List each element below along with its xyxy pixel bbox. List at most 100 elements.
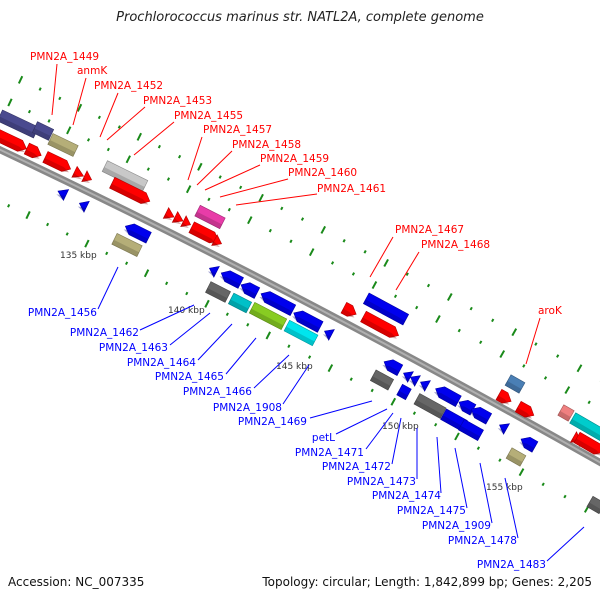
label-leader-line: [525, 317, 541, 365]
forward-gene-label[interactable]: PMN2A_1455: [174, 110, 243, 122]
tick-mark: [157, 144, 161, 149]
gene-block[interactable]: [283, 319, 319, 347]
forward-gene-arrow[interactable]: [573, 431, 600, 457]
tick-mark: [320, 225, 327, 234]
gene-block[interactable]: [194, 204, 226, 230]
reverse-gene-label[interactable]: PMN2A_1472: [322, 461, 391, 473]
tick-mark: [499, 350, 506, 359]
reverse-gene-arrow[interactable]: [291, 308, 324, 333]
gene-block[interactable]: [47, 133, 79, 157]
reverse-gene-arrow[interactable]: [77, 198, 90, 213]
forward-gene-arrow[interactable]: [0, 129, 29, 155]
gene-block[interactable]: [205, 281, 231, 303]
gene-block[interactable]: [111, 233, 143, 257]
forward-gene-label[interactable]: PMN2A_1453: [143, 95, 212, 107]
forward-gene-label[interactable]: PMN2A_1467: [395, 224, 464, 236]
reverse-gene-arrow[interactable]: [207, 263, 220, 278]
forward-gene-arrow[interactable]: [109, 176, 153, 206]
reverse-gene-label[interactable]: PMN2A_1466: [183, 386, 252, 398]
tick-mark: [476, 446, 480, 451]
forward-gene-arrow[interactable]: [23, 142, 44, 161]
gene-block[interactable]: [413, 393, 447, 419]
reverse-gene-label[interactable]: PMN2A_1909: [422, 520, 491, 532]
forward-gene-arrow[interactable]: [360, 310, 402, 341]
gene-block[interactable]: [31, 121, 55, 141]
reverse-gene-arrow[interactable]: [238, 280, 261, 299]
gene-block[interactable]: [505, 447, 527, 467]
forward-gene-arrow[interactable]: [180, 215, 194, 230]
reverse-gene-label[interactable]: PMN2A_1474: [372, 490, 441, 502]
forward-gene-arrow[interactable]: [340, 302, 359, 319]
reverse-gene-label[interactable]: PMN2A_1471: [295, 447, 364, 459]
forward-gene-arrow[interactable]: [514, 400, 537, 420]
tick-mark: [27, 109, 32, 114]
tick-mark: [287, 344, 291, 348]
tick-mark: [371, 281, 378, 290]
reverse-gene-arrow[interactable]: [456, 397, 477, 416]
tick-mark: [66, 126, 72, 135]
reverse-gene-label[interactable]: PMN2A_1462: [70, 327, 139, 339]
reverse-gene-arrow[interactable]: [123, 221, 152, 244]
forward-gene-label[interactable]: PMN2A_1452: [94, 80, 163, 92]
forward-gene-arrow[interactable]: [71, 165, 86, 181]
reverse-gene-label[interactable]: PMN2A_1464: [127, 357, 196, 369]
forward-gene-label[interactable]: PMN2A_1468: [421, 239, 490, 251]
forward-gene-label[interactable]: anmK: [77, 65, 108, 77]
reverse-gene-label[interactable]: petL: [312, 432, 335, 444]
tick-mark: [435, 315, 441, 324]
forward-gene-label[interactable]: PMN2A_1460: [288, 167, 357, 179]
forward-gene-label[interactable]: PMN2A_1461: [317, 183, 386, 195]
reverse-gene-arrow[interactable]: [518, 434, 539, 453]
forward-gene-arrow[interactable]: [171, 210, 185, 227]
forward-gene-label[interactable]: PMN2A_1459: [260, 153, 329, 165]
reverse-gene-label[interactable]: PMN2A_1465: [155, 371, 224, 383]
gene-block[interactable]: [227, 292, 253, 314]
reverse-gene-arrow[interactable]: [408, 372, 421, 387]
reverse-gene-arrow[interactable]: [433, 383, 462, 407]
reverse-gene-arrow[interactable]: [497, 420, 510, 435]
forward-gene-arrow[interactable]: [81, 170, 94, 185]
gene-block[interactable]: [458, 419, 484, 441]
reverse-gene-label[interactable]: PMN2A_1456: [28, 307, 97, 319]
tick-mark: [349, 377, 353, 381]
forward-gene-label[interactable]: PMN2A_1457: [203, 124, 272, 136]
gene-block[interactable]: [557, 404, 575, 422]
reverse-gene-label[interactable]: PMN2A_1463: [99, 342, 168, 354]
gene-block[interactable]: [586, 495, 600, 515]
reverse-gene-label[interactable]: PMN2A_1473: [347, 476, 416, 488]
reverse-gene-arrow[interactable]: [418, 377, 431, 392]
reverse-gene-label[interactable]: PMN2A_1475: [397, 505, 466, 517]
label-leader-line: [51, 63, 58, 116]
gene-block[interactable]: [248, 301, 288, 331]
gene-block[interactable]: [362, 292, 410, 326]
reverse-gene-arrow[interactable]: [55, 186, 70, 201]
gene-block[interactable]: [396, 383, 412, 401]
reverse-gene-label[interactable]: PMN2A_1478: [448, 535, 517, 547]
tick-mark: [351, 272, 356, 276]
reverse-gene-arrow[interactable]: [401, 368, 414, 383]
tick-mark: [469, 306, 473, 311]
reverse-gene-label[interactable]: PMN2A_1469: [238, 416, 307, 428]
forward-gene-label[interactable]: PMN2A_1449: [30, 51, 99, 63]
reverse-gene-arrow[interactable]: [258, 288, 297, 317]
tick-mark: [143, 269, 150, 278]
forward-gene-label[interactable]: PMN2A_1458: [232, 139, 301, 151]
tick-mark: [541, 482, 545, 487]
gene-block[interactable]: [369, 369, 395, 391]
forward-gene-arrow[interactable]: [211, 234, 225, 249]
forward-gene-arrow[interactable]: [42, 151, 73, 175]
forward-gene-label[interactable]: aroK: [538, 305, 563, 317]
forward-gene-arrow[interactable]: [495, 388, 514, 406]
reverse-gene-arrow[interactable]: [468, 404, 493, 425]
tick-mark: [280, 206, 284, 211]
tick-mark: [383, 258, 389, 267]
reverse-gene-arrow[interactable]: [218, 268, 244, 289]
forward-gene-arrow[interactable]: [162, 206, 176, 223]
gene-block[interactable]: [0, 109, 40, 139]
gene-block[interactable]: [569, 412, 600, 444]
reverse-gene-arrow[interactable]: [381, 356, 404, 376]
reverse-gene-arrow[interactable]: [322, 326, 335, 341]
reverse-gene-label[interactable]: PMN2A_1908: [213, 402, 282, 414]
reverse-gene-label[interactable]: PMN2A_1483: [477, 559, 546, 571]
gene-block[interactable]: [504, 374, 526, 394]
